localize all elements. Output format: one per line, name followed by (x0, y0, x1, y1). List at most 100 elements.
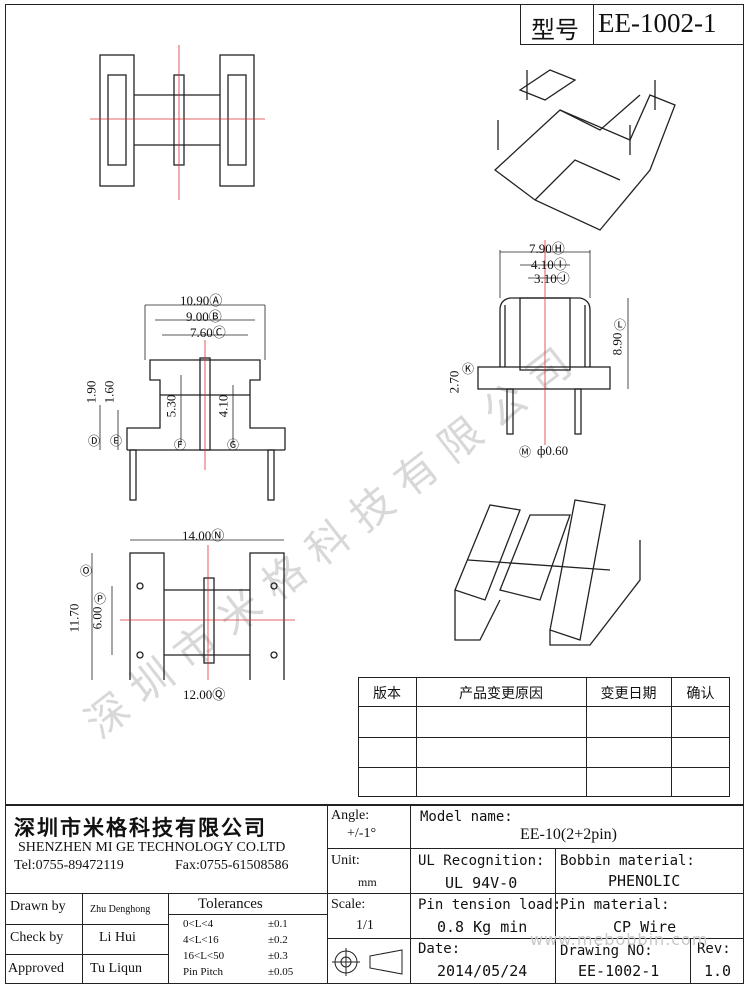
front-view (99, 304, 286, 501)
approved-label: Approved (8, 961, 64, 976)
titleblock-top-border (5, 804, 744, 806)
rev-header-reason: 产品变更原因 (459, 686, 543, 702)
iso-view-bottom (454, 499, 641, 646)
callout-l: Ⓛ (614, 318, 627, 332)
pin-material-label: Pin material: (560, 897, 670, 913)
rev-hline-2 (358, 737, 730, 738)
people-vline-2 (168, 893, 169, 984)
tb-vline-rev (690, 938, 691, 984)
people-vline-1 (82, 893, 83, 984)
dim-g: 4.10 (215, 394, 231, 418)
unit-label: Unit: (331, 853, 360, 868)
tb-hline-2 (327, 893, 744, 894)
angle-label: Angle: (331, 808, 370, 823)
dim-q: 12.00Ⓠ (183, 687, 226, 702)
drawing-sheet (5, 4, 744, 984)
dim-a: 10.90Ⓐ (180, 293, 223, 308)
rev-vline-3 (671, 677, 672, 797)
callout-p: Ⓟ (94, 592, 107, 606)
dim-n: 14.00Ⓝ (182, 528, 225, 543)
callout-e: Ⓔ (110, 434, 123, 448)
model-label: Model name: (420, 809, 513, 825)
dim-k: 2.70 (446, 370, 462, 394)
company-fax: Fax:0755-61508586 (175, 858, 289, 873)
scale-value: 1/1 (356, 918, 374, 933)
type-value: EE-1002-1 (598, 8, 717, 38)
company-tel: Tel:0755-89472119 (14, 858, 124, 873)
rev-value: 1.0 (704, 962, 732, 980)
tolerance-hline (168, 914, 327, 915)
tol-range-1: 0<L<4 (183, 918, 214, 930)
dim-p: 6.00 (89, 606, 105, 630)
rev-label: Rev: (697, 941, 731, 957)
pin-tension-value: 0.8 Kg min (437, 918, 528, 936)
tb-hline-left (5, 893, 327, 894)
callout-k: Ⓚ (462, 362, 475, 376)
callout-g: Ⓖ (227, 438, 240, 452)
tol-range-2: 4<L<16 (183, 934, 219, 946)
dim-j: 3.10Ⓙ (534, 271, 570, 286)
tb-hline-3 (327, 938, 744, 939)
people-hline-2 (5, 954, 168, 955)
bobbin-label: Bobbin material: (560, 853, 695, 869)
ul-value: UL 94V-0 (445, 874, 518, 892)
tol-value-2: ±0.2 (268, 934, 288, 946)
type-value-cell (593, 4, 744, 45)
rev-hline-3 (358, 767, 730, 768)
date-label: Date: (418, 941, 461, 957)
date-value: 2014/05/24 (437, 962, 528, 980)
drawn-by-value: Zhu Denghong (90, 904, 151, 915)
callout-m: Ⓜ (519, 445, 532, 459)
callout-d: Ⓓ (88, 434, 101, 448)
company-name-en: SHENZHEN MI GE TECHNOLOGY CO.LTD (18, 840, 286, 855)
pin-material-value: CP Wire (613, 918, 677, 936)
tol-value-4: ±0.05 (268, 966, 294, 978)
drawing-no-label: Drawing NO: (560, 943, 653, 959)
dim-f: 5.30 (163, 394, 179, 418)
rev-header-date: 变更日期 (600, 686, 657, 702)
dim-m: ф0.60 (537, 443, 569, 458)
unit-value: mm (358, 875, 377, 889)
tol-value-1: ±0.1 (268, 918, 288, 930)
check-by-label: Check by (10, 930, 64, 945)
pin-tension-label: Pin tension load: (418, 897, 562, 913)
ul-label: UL Recognition: (418, 853, 545, 869)
rev-vline-1 (416, 677, 417, 797)
tb-hline-1 (327, 848, 744, 849)
tol-range-3: 16<L<50 (183, 950, 225, 962)
tb-vline-company (327, 804, 328, 984)
rev-hline-1 (358, 706, 730, 707)
rev-header-version: 版本 (373, 686, 401, 702)
dim-b: 9.00Ⓑ (186, 309, 222, 324)
drawing-views (90, 45, 676, 680)
tb-vline-spec (410, 804, 411, 984)
rev-vline-2 (586, 677, 587, 797)
top-view (90, 45, 265, 200)
scale-label: Scale: (331, 897, 366, 912)
angle-value: +/-1° (347, 826, 377, 841)
projection-symbol-icon (332, 948, 403, 976)
dim-e: 1.60 (101, 380, 117, 404)
dim-h: 7.90Ⓗ (529, 241, 565, 256)
dim-d: 1.90 (83, 380, 99, 404)
callout-f: Ⓕ (174, 438, 187, 452)
people-hline-1 (5, 924, 168, 925)
bottom-view (91, 539, 295, 680)
dim-l: 8.90 (609, 332, 625, 356)
type-label: 型号 (531, 16, 579, 44)
watermark-url: www.mebobbin.com (530, 930, 709, 949)
drawing-no-value: EE-1002-1 (578, 962, 660, 980)
tb-vline-right (555, 848, 556, 984)
dim-c: 7.60Ⓒ (190, 325, 226, 340)
drawn-by-label: Drawn by (10, 899, 66, 914)
side-view (477, 240, 629, 445)
iso-view-top (493, 69, 676, 231)
bobbin-value: PHENOLIC (608, 872, 681, 890)
dim-i: 4.10Ⓘ (531, 257, 567, 272)
tol-range-4: Pin Pitch (183, 966, 224, 978)
company-name-cn: 深圳市米格科技有限公司 (14, 816, 267, 840)
check-by-value: Li Hui (99, 930, 136, 945)
model-value: EE-10(2+2pin) (520, 826, 617, 843)
callout-o: Ⓞ (80, 564, 93, 578)
tol-value-3: ±0.3 (268, 950, 288, 962)
